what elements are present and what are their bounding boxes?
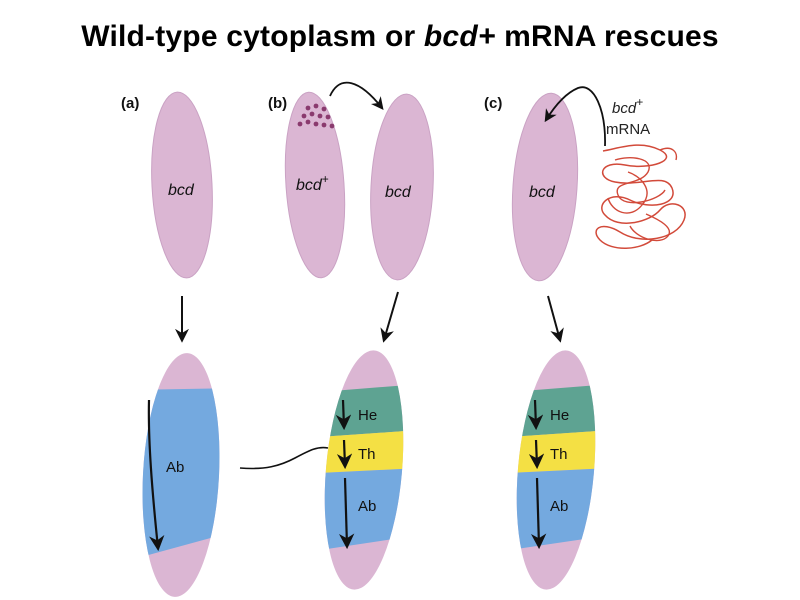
slide-title: Wild-type cytoplasm or bcd+ mRNA rescues [0,20,800,54]
mrna-genotype-sup: + [636,95,643,109]
donor-genotype-sup: + [322,172,329,186]
abdomen-segment-a [136,388,226,560]
segment-label-ab-b: Ab [358,498,376,515]
donor-genotype: bcd [296,177,323,194]
segment-label-ab-a: Ab [166,459,184,476]
cytoplasm-dots [297,103,335,129]
embryo-b-bottom [320,350,413,590]
panel-a-label: (a) [121,95,139,112]
title-bcd-plus: bcd+ [423,20,496,53]
embryo-a-bottom [136,353,226,597]
segment-label-th-b: Th [358,446,376,463]
arrow-c-down [547,295,564,343]
embryo-b-donor [284,91,346,279]
embryo-a-top [151,91,213,279]
title-part-1: Wild-type cytoplasm or [81,20,424,53]
axis-arrow-a [147,399,165,552]
mrna-label-top: bcd+ [612,95,643,117]
embryo-b-recipient-label: bcd [385,184,412,201]
mrna-strand [595,144,686,249]
embryo-c-top-label: bcd [529,184,556,201]
mrna-label-bottom: mRNA [606,121,650,138]
axis-arrow-c-1 [527,399,544,431]
mrna-genotype: bcd [612,100,637,117]
injection-arrow [544,86,606,147]
segment-label-he-c: He [550,407,569,424]
segment-label-he-b: He [358,407,377,424]
connector-line [239,446,329,470]
panel-b-label: (b) [268,95,287,112]
transfer-arrow [329,81,384,110]
embryo-c-bottom [510,350,605,590]
axis-arrow-c-2 [528,439,545,470]
embryo-c-top [511,92,579,282]
axis-arrow-b-2 [336,439,353,470]
segment-label-th-c: Th [550,446,568,463]
embryo-b-donor-label: bcd+ [296,172,329,194]
mrna-strand-loops [607,147,678,242]
arrow-b-down [380,291,399,343]
axis-arrow-b-3 [338,477,355,550]
segment-label-ab-c: Ab [550,498,568,515]
embryo-b-recipient [370,93,434,281]
embryo-a-top-label: bcd [168,182,195,199]
panel-c-label: (c) [484,95,502,112]
title-part-3: mRNA rescues [495,20,719,53]
axis-arrow-c-3 [530,477,547,550]
axis-arrow-b-1 [335,399,352,431]
